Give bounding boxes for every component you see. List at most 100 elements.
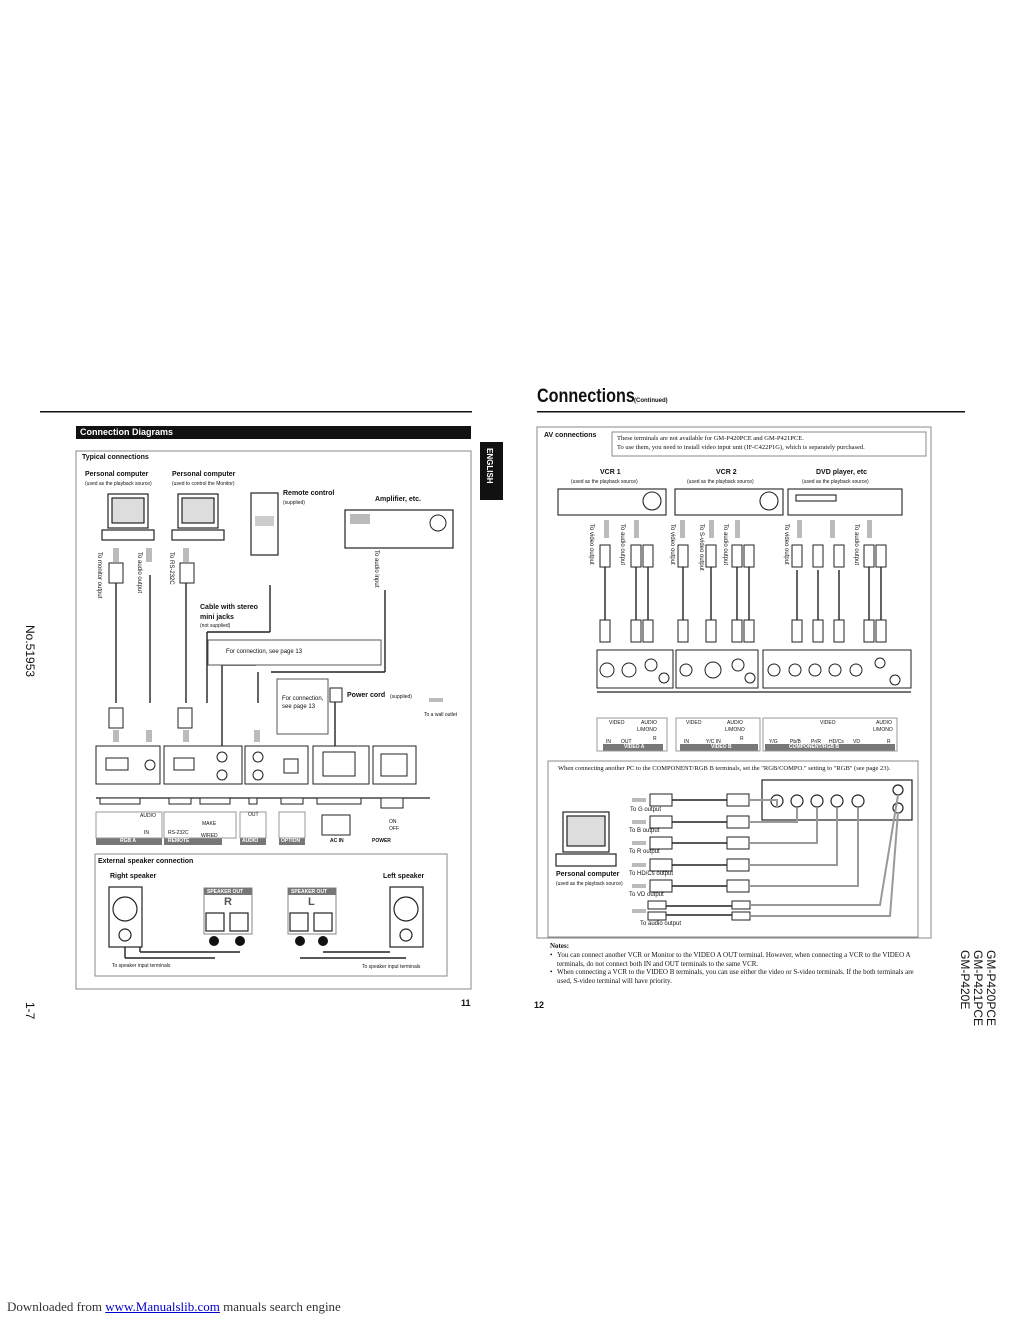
to-audio-input-label: To audio input	[373, 550, 379, 588]
vcr2-svideo-output-label: To S-video output	[698, 524, 704, 571]
in-label: IN	[144, 830, 149, 836]
speaker-out-label-r: SPEAKER OUT	[207, 889, 244, 895]
speaker-r-letter: R	[224, 896, 232, 908]
to-monitor-output-label: To monitor output	[96, 552, 102, 599]
panel-label-option: OPTION	[281, 838, 301, 844]
audio-in-label: AUDIO	[140, 813, 156, 819]
dvd-sub: (used as the playback source)	[802, 479, 869, 485]
power-cord-sub: (supplied)	[390, 694, 412, 700]
panel-a-r: R	[653, 736, 657, 742]
model-number-3: GM-P420E	[958, 950, 972, 1010]
on-label: ON	[389, 819, 397, 825]
footer-suffix: manuals search engine	[223, 1299, 341, 1314]
dvd-video-output-label: To video output	[783, 524, 789, 565]
speaker-out-label-l: SPEAKER OUT	[291, 889, 328, 895]
to-r-label: To R output	[629, 849, 660, 855]
panel-c-prr: Pr/R	[811, 739, 821, 745]
see-page-13-note-2: For connection, see page 13	[282, 696, 324, 710]
vcr1-sub: (used as the playback source)	[571, 479, 638, 485]
panel-c-lmono: L/MONO	[873, 727, 893, 733]
note-bullet-1: •	[550, 951, 553, 959]
panel-b-audio: AUDIO	[727, 720, 743, 726]
footer-prefix: Downloaded from	[7, 1299, 102, 1314]
av-title: AV connections	[544, 432, 597, 439]
panel-c-title: COMPONENT/RGB B	[789, 744, 839, 750]
note-2: When connecting a VCR to the VIDEO B ter…	[557, 968, 914, 985]
panel-a-lmono: L/MONO	[637, 727, 657, 733]
pc2-title: Personal computer	[172, 471, 236, 478]
see-page-13-note: For connection, see page 13	[226, 649, 303, 655]
to-audio-label: To audio output	[640, 921, 682, 927]
panel-c-hdcs: HD/Cs	[829, 739, 844, 745]
footer: Downloaded from www.Manualslib.com manua…	[7, 1299, 341, 1315]
panel-label-rgba: RGB A	[120, 838, 136, 844]
page-number-left: 11	[461, 998, 471, 1008]
av-note-1: These terminals are not available for GM…	[617, 435, 804, 442]
remote-title: Remote control	[283, 490, 335, 497]
panel-c-r: R	[887, 739, 891, 745]
panel-c-pbb: Pb/B	[790, 739, 801, 745]
vcr1-audio-output-label: To audio output	[619, 524, 625, 566]
vcr2-title: VCR 2	[716, 469, 737, 476]
vcr1-video-output-label: To video output	[588, 524, 594, 565]
remote-sub: (supplied)	[283, 500, 305, 506]
panel-b-r: R	[740, 736, 744, 742]
panel-c-audio: AUDIO	[876, 720, 892, 726]
to-b-label: To B output	[629, 828, 660, 834]
panel-b-title: VIDEO B	[711, 744, 732, 750]
speaker-terminals-label-left: To speaker input terminals	[112, 963, 171, 969]
amp-title: Amplifier, etc.	[375, 496, 421, 503]
typical-title: Typical connections	[82, 454, 149, 461]
panel-a-video: VIDEO	[609, 720, 625, 726]
panel-a-in: IN	[606, 739, 611, 745]
speaker-l-letter: L	[308, 896, 315, 908]
amplifier-icon	[344, 509, 454, 549]
page-heading-sub: (Continued)	[634, 398, 668, 404]
av-note-2: To use them, you need to install video i…	[617, 444, 865, 451]
power-cord-title: Power cord	[347, 692, 386, 699]
left-speaker-title: Left speaker	[383, 873, 425, 880]
panel-label-power: POWER	[372, 838, 391, 844]
panel-label-acin: AC IN	[330, 838, 344, 844]
section-bar: Connection Diagrams	[76, 426, 471, 439]
page-heading: Connections	[537, 386, 635, 407]
dvd-title: DVD player, etc	[816, 469, 867, 476]
to-hd-label: To HD/Cs output	[629, 871, 674, 877]
to-audio-output-label: To audio output	[136, 552, 142, 594]
panel-b-ycin: Y/C IN	[706, 739, 721, 745]
panel-c-video: VIDEO	[820, 720, 836, 726]
panel-c-vd: VD	[853, 739, 860, 745]
panel-label-remote: REMOTE	[168, 838, 190, 844]
to-rs232c-label: To RS-232C	[168, 552, 174, 585]
pc-sub: (used as the playback source)	[556, 881, 623, 887]
panel-label-audio: AUDIO	[242, 838, 259, 844]
manualslib-link[interactable]: www.Manualslib.com	[105, 1299, 220, 1314]
cable-title: Cable with stereo mini jacks	[200, 604, 258, 621]
speaker-terminals-label-right: To speaker input terminals	[362, 964, 421, 970]
model-number-2: GM-P421PCE	[971, 950, 985, 1027]
remote-control-icon	[250, 492, 279, 556]
wall-outlet-label: To a wall outlet	[424, 712, 458, 718]
notes-title: Notes:	[550, 942, 570, 950]
note-1: You can connect another VCR or Monitor t…	[557, 951, 911, 968]
panel-a-out: OUT	[621, 739, 632, 745]
vcr1-title: VCR 1	[600, 469, 621, 476]
wired-label: WIRED	[201, 833, 218, 839]
pc-monitor-icon	[101, 493, 225, 541]
dvd-audio-output-label: To audio output	[853, 524, 859, 566]
pc1-title: Personal computer	[85, 471, 149, 478]
pc-note: When connecting another PC to the COMPON…	[558, 765, 891, 772]
rs232c-label: RS-232C	[168, 830, 189, 836]
panel-b-video: VIDEO	[686, 720, 702, 726]
make-label: MAKE	[202, 821, 217, 827]
sheet-number: 1-7	[23, 1002, 37, 1020]
panel-b-lmono: L/MONO	[725, 727, 745, 733]
vcr2-video-output-label: To video output	[669, 524, 675, 565]
vcr2-audio-output-label: To audio output	[722, 524, 728, 566]
right-speaker-title: Right speaker	[110, 873, 157, 880]
pc-title: Personal computer	[556, 871, 620, 878]
panel-c-yg: Y/G	[769, 739, 778, 745]
to-vd-label: To VD output	[629, 892, 664, 898]
pc2-sub: (used to control the Monitor)	[172, 481, 235, 487]
